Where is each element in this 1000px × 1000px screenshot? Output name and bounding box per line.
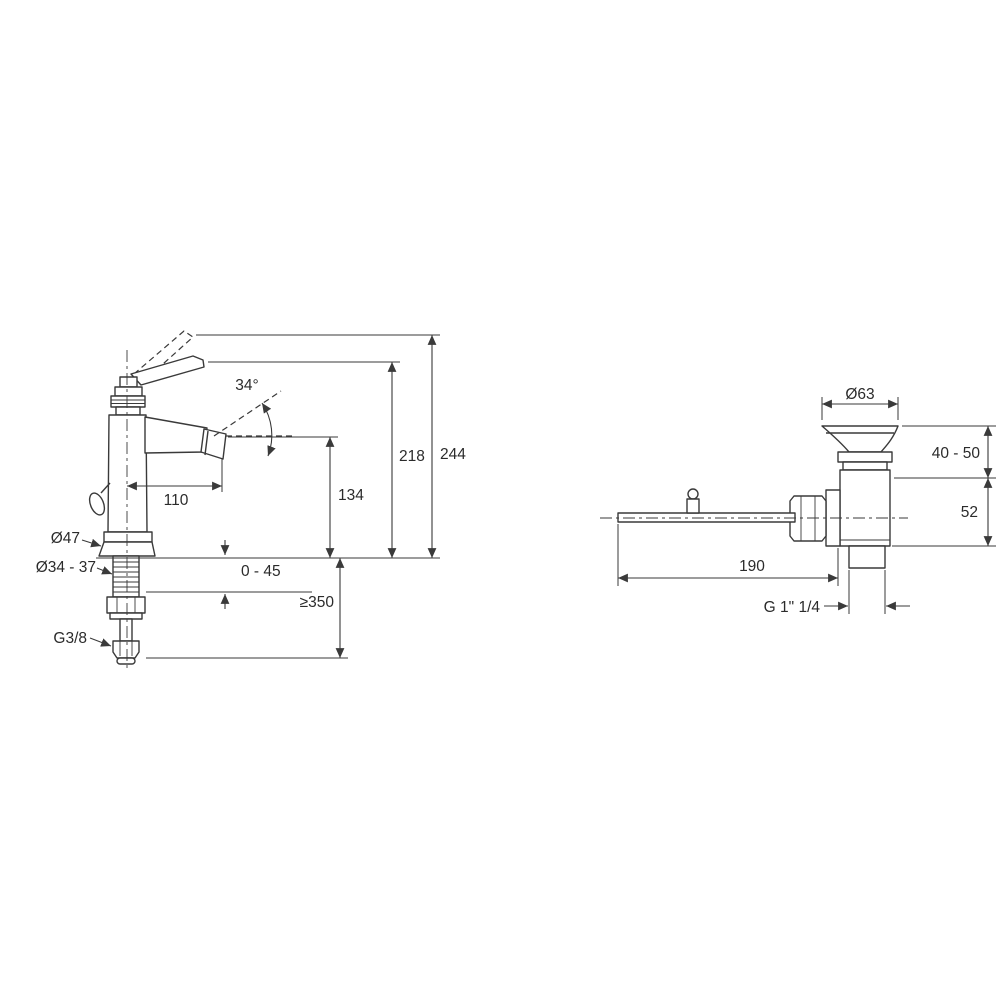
faucet-bonnet [110, 376, 146, 416]
waste-flange-ribs [837, 451, 893, 471]
dim-body-height: 52 [961, 504, 978, 521]
drain-assembly-drawing: Ø63 40 - 50 52 190 G 1" 1/4 [600, 386, 996, 616]
dim-spout-height: 134 [338, 487, 364, 504]
pull-rod [617, 512, 796, 523]
faucet-body [107, 414, 148, 533]
dim-rod-length: 190 [739, 558, 765, 575]
supply-connector [112, 618, 140, 665]
dim-spout-reach: 110 [164, 492, 189, 509]
dim-supply-thread: G3/8 [53, 630, 87, 647]
dim-swivel-angle: 34° [235, 377, 258, 394]
base-flange [98, 531, 156, 557]
dim-min-hose-length: ≥350 [300, 594, 335, 611]
waste-plug-bell [821, 425, 899, 453]
threaded-shank [112, 555, 140, 598]
waste-tailpiece [848, 545, 886, 569]
dim-deck-thickness: 0 - 45 [241, 563, 281, 580]
dim-mounting-hole: Ø34 - 37 [36, 559, 96, 576]
dim-waste-thread: G 1" 1/4 [764, 599, 821, 616]
drain-pull-knob [88, 482, 111, 516]
dimension-lines-right [618, 399, 993, 611]
faucet-elevation-drawing: 34° 110 134 218 244 0 - 45 ≥350 Ø47 Ø34 … [36, 330, 466, 672]
dim-height-to-lever: 218 [399, 448, 425, 465]
lever-handle [130, 355, 205, 386]
dim-total-height: 244 [440, 446, 466, 463]
faucet-spout [144, 416, 227, 460]
waste-body [839, 469, 891, 547]
extension-lines-left [96, 334, 440, 659]
dimension-lines-left [81, 335, 437, 658]
rod-pivot-joint [686, 488, 700, 514]
mounting-locknut [106, 596, 146, 620]
lever-raised-outline [133, 330, 194, 383]
dim-base-diameter: Ø47 [51, 530, 80, 547]
dim-flange-diameter: Ø63 [845, 386, 874, 403]
dim-height-range: 40 - 50 [932, 445, 981, 462]
